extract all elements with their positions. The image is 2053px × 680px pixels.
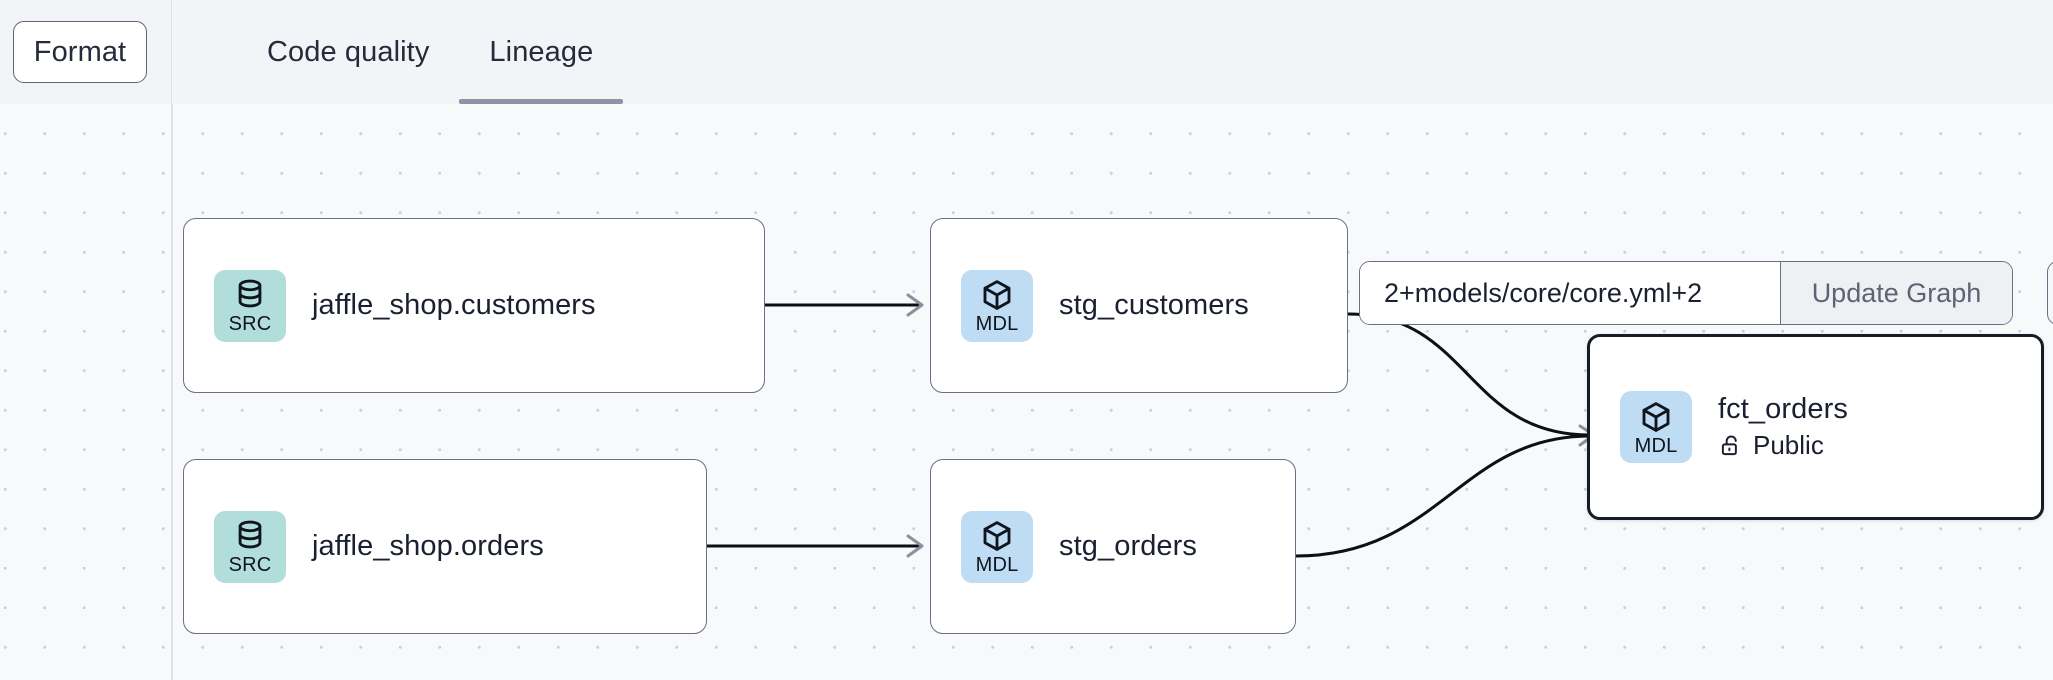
cube-icon [1642, 401, 1670, 432]
tab-bar: Code quality Lineage [172, 0, 2053, 104]
edge-stg-orders-to-fct-orders [1295, 434, 1591, 558]
database-icon [238, 520, 262, 549]
node-title: jaffle_shop.orders [312, 529, 544, 562]
node-text-group: jaffle_shop.customers [312, 289, 596, 322]
lineage-node-stg-customers[interactable]: MDL stg_customers [930, 218, 1348, 393]
edge-stg-customers-to-fct-orders [1347, 312, 1591, 437]
node-access-label: Public [1753, 430, 1824, 461]
lineage-node-fct-orders[interactable]: MDL fct_orders Public [1587, 334, 2044, 520]
cube-icon [983, 280, 1011, 310]
node-badge-label: MDL [975, 313, 1019, 335]
node-badge-src: SRC [214, 269, 286, 342]
node-badge-label: MDL [1634, 434, 1678, 457]
selector-control-group: Update Graph [1359, 261, 2013, 325]
node-title: jaffle_shop.customers [312, 288, 596, 321]
cube-icon [983, 521, 1011, 551]
node-badge-label: SRC [228, 313, 272, 335]
node-badge-src: SRC [214, 510, 286, 583]
database-icon [238, 279, 262, 308]
side-panel-toggle[interactable] [2047, 261, 2053, 325]
node-badge-label: MDL [975, 554, 1019, 576]
node-text-group: jaffle_shop.orders [312, 530, 544, 563]
lineage-canvas[interactable]: SRC jaffle_shop.customers SRC jaffle_sho… [0, 104, 2053, 680]
lineage-node-src-customers[interactable]: SRC jaffle_shop.customers [183, 218, 765, 393]
node-text-group: stg_customers [1059, 289, 1249, 322]
tab-code-quality[interactable]: Code quality [267, 35, 430, 68]
arrowhead-icon [906, 534, 924, 558]
node-badge-label: SRC [228, 554, 272, 576]
node-text-group: fct_orders Public [1718, 393, 1848, 461]
tab-lineage[interactable]: Lineage [459, 0, 624, 104]
lineage-node-src-orders[interactable]: SRC jaffle_shop.orders [183, 459, 707, 634]
update-graph-button[interactable]: Update Graph [1780, 262, 2012, 324]
lineage-node-stg-orders[interactable]: MDL stg_orders [930, 459, 1296, 634]
node-badge-mdl: MDL [961, 510, 1033, 583]
selector-input[interactable] [1360, 262, 1780, 324]
node-title: fct_orders [1718, 392, 1848, 425]
toolbar: Format Code quality Lineage [0, 0, 2053, 104]
node-badge-mdl: MDL [1620, 391, 1692, 463]
node-text-group: stg_orders [1059, 530, 1197, 563]
format-button[interactable]: Format [13, 21, 147, 83]
unlock-icon [1721, 435, 1737, 455]
node-title: stg_orders [1059, 529, 1198, 562]
toolbar-left-group: Format [0, 0, 172, 104]
node-badge-mdl: MDL [961, 269, 1033, 342]
canvas-divider [171, 104, 173, 680]
arrowhead-icon [906, 293, 924, 317]
node-title: stg_customers [1059, 288, 1249, 321]
node-access-row: Public [1718, 430, 1848, 461]
